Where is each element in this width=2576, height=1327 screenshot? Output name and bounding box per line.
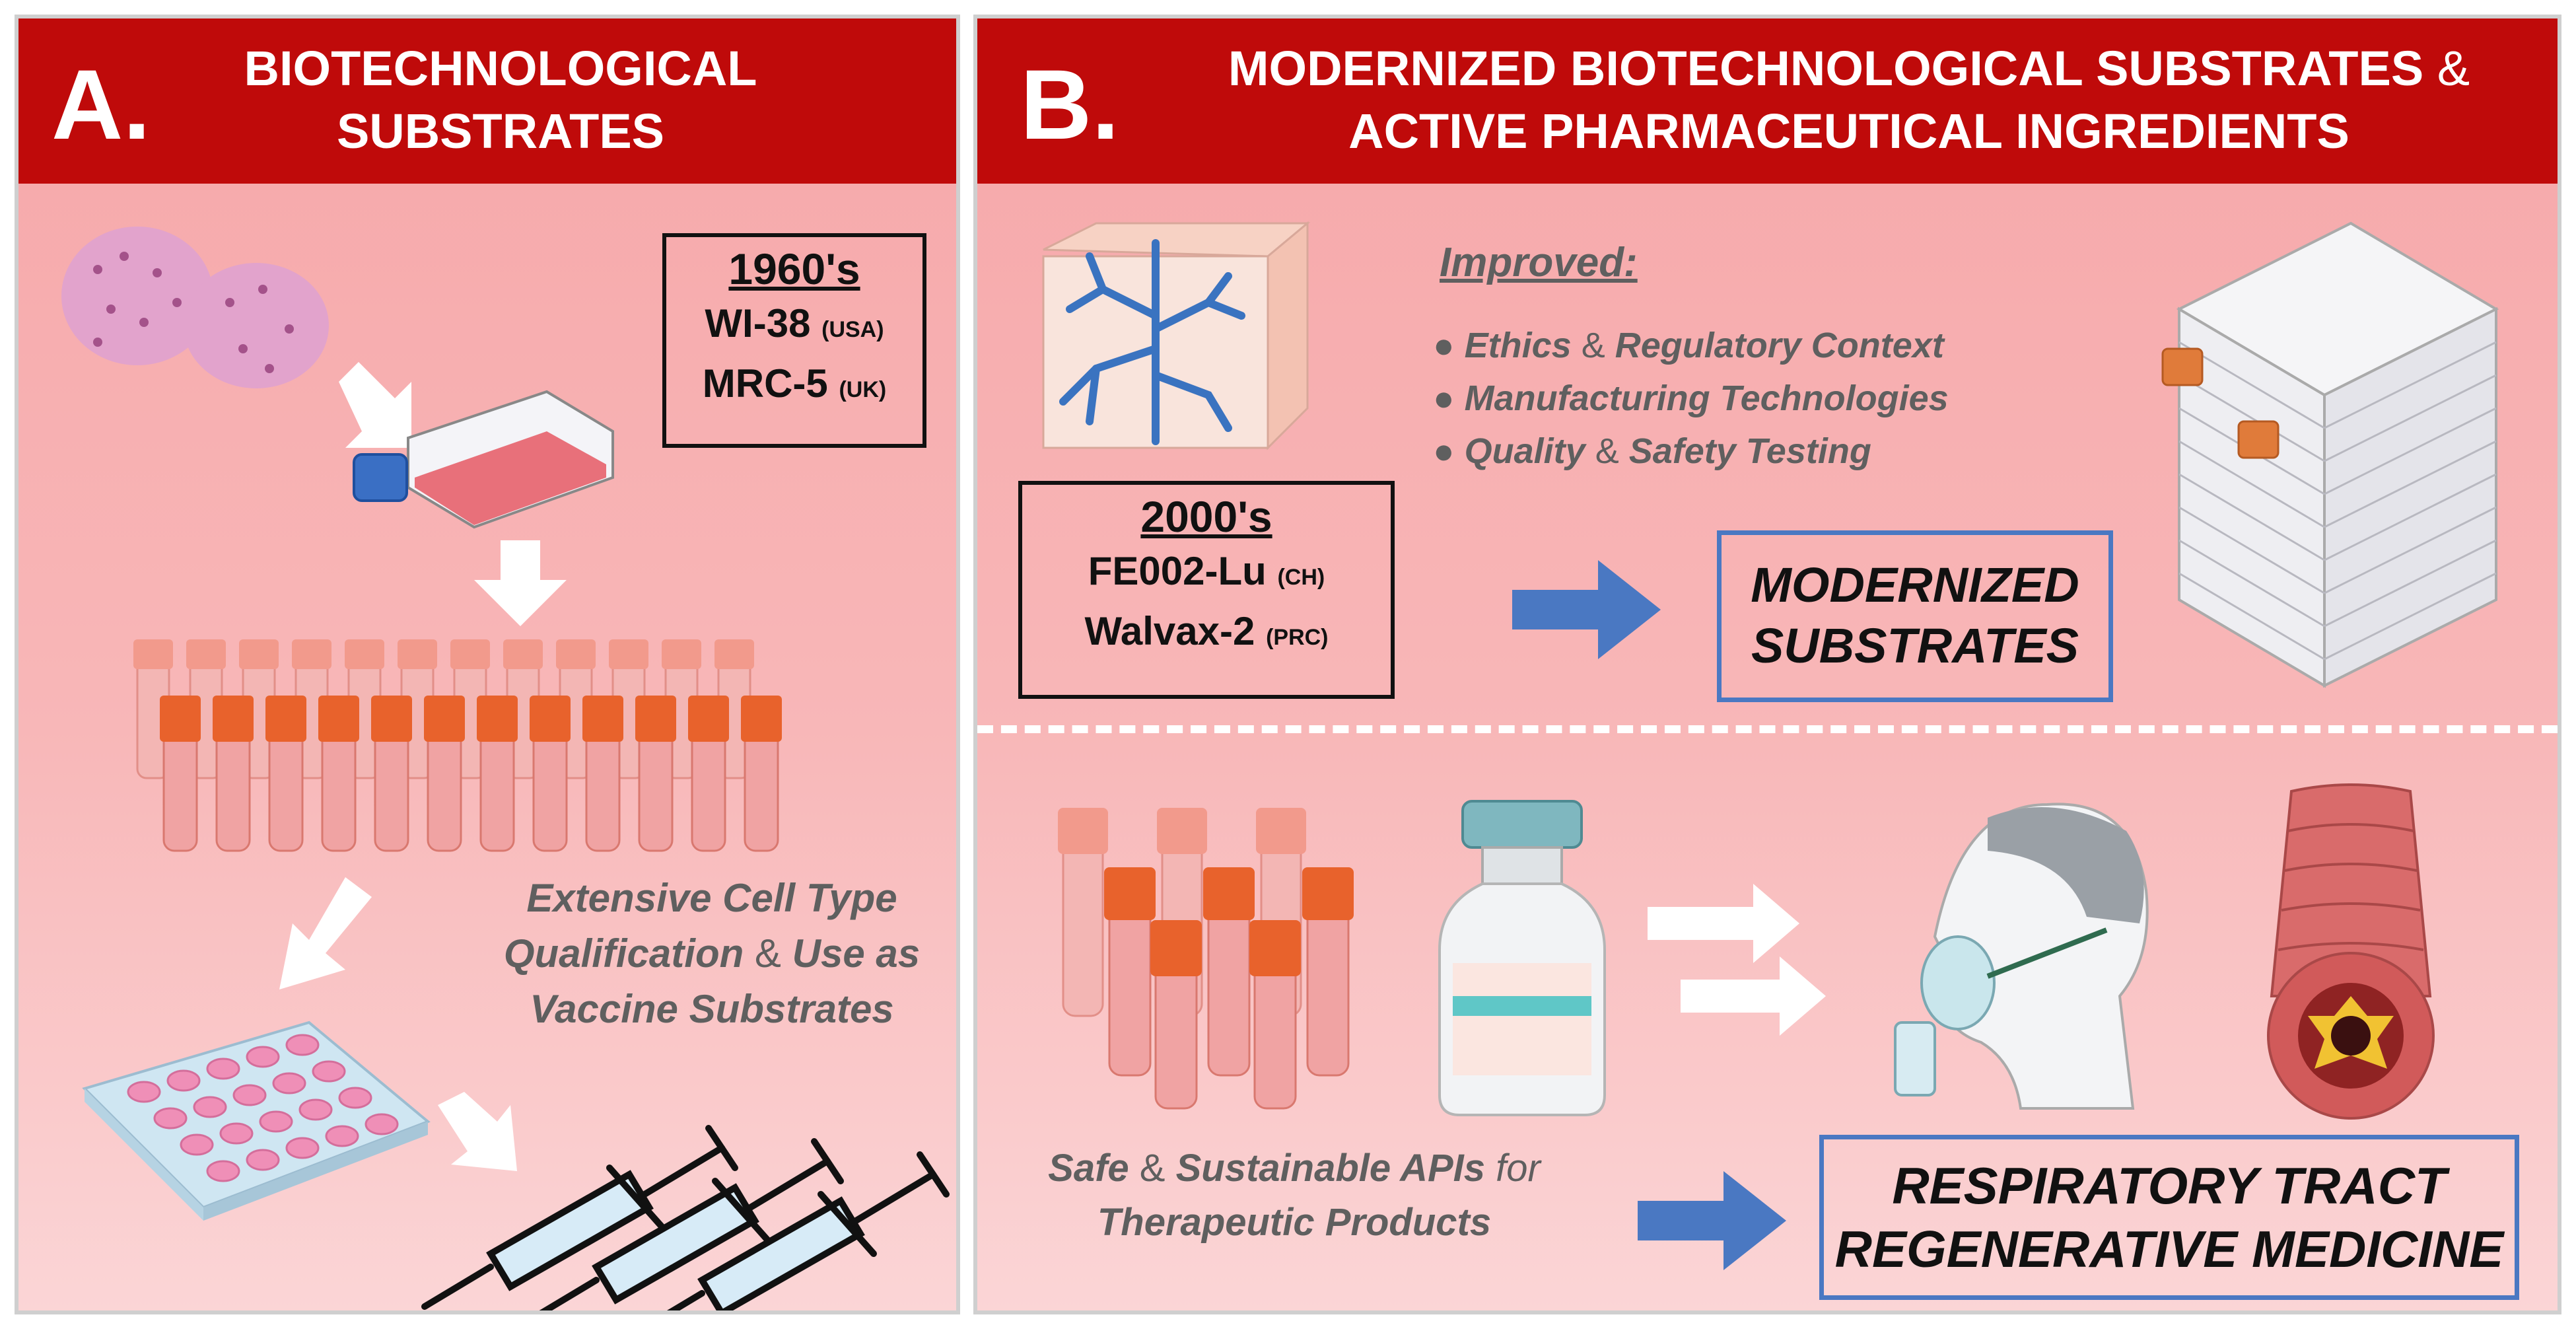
patient-nebulizer-icon	[1894, 803, 2149, 1110]
improvement-item: ● Quality & Safety Testing	[1433, 431, 1871, 471]
caption-line2-a: Qualification	[503, 931, 744, 976]
improvement-item: ● Ethics & Regulatory Context	[1433, 326, 1944, 365]
panel-b-letter: B.	[1020, 49, 1119, 160]
cell-line-fe002: FE002-Lu (CH)	[1022, 544, 1391, 604]
panel-b-title-line2: ACTIVE PHARMACEUTICAL INGREDIENTS	[1348, 104, 2350, 159]
modernized-line1: MODERNIZED	[1751, 557, 2079, 612]
caption-line2-b: Use as	[792, 931, 921, 976]
panel-a: A. BIOTECHNOLOGICAL SUBSTRATES 1960's WI…	[15, 15, 960, 1314]
panel-a-header: A. BIOTECHNOLOGICAL SUBSTRATES	[18, 18, 956, 184]
panel-b-title-line1: MODERNIZED BIOTECHNOLOGICAL SUBSTRATES &	[1169, 37, 2529, 100]
cell-bank-tubes-icon	[1058, 808, 1354, 1110]
cell-line-walvax: Walvax-2 (PRC)	[1022, 604, 1391, 664]
improvement-quality: Quality	[1464, 431, 1585, 471]
caption-line2: Qualification & Use as	[481, 926, 943, 982]
arrow-down-icon	[474, 540, 567, 626]
improvements-list: ● Ethics & Regulatory Context ● Manufact…	[1433, 319, 1949, 478]
caption-line3: Vaccine Substrates	[530, 987, 894, 1031]
apis-line1-amp: &	[1139, 1147, 1166, 1190]
modernized-substrates-box: MODERNIZED SUBSTRATES	[1717, 530, 2113, 702]
lung-tissue-cube-icon	[1042, 221, 1311, 450]
apis-line1-c: for	[1496, 1147, 1541, 1190]
syringes-icon	[421, 1125, 950, 1310]
double-arrow-icon	[1648, 884, 1826, 1036]
apis-line1-b: Sustainable APIs	[1175, 1147, 1486, 1190]
section-divider	[977, 725, 2558, 733]
improvement-regulatory: Regulatory Context	[1615, 326, 1944, 365]
cell-bank-tubes-icon	[133, 639, 782, 852]
arrow-down-left-icon	[279, 877, 372, 989]
panel-a-title-line2: SUBSTRATES	[336, 104, 665, 159]
arrow-down-right-icon	[339, 362, 411, 448]
era-2000s-box: 2000's FE002-Lu (CH) Walvax-2 (PRC)	[1018, 481, 1395, 699]
panel-b: B. MODERNIZED BIOTECHNOLOGICAL SUBSTRATE…	[973, 15, 2561, 1314]
cell-line-wi38: WI-38 (USA)	[666, 297, 922, 357]
improvement-safety: Safety Testing	[1628, 431, 1871, 471]
caption-line2-amp: &	[754, 931, 781, 976]
improved-heading: Improved:	[1440, 240, 1638, 285]
apis-line2: Therapeutic Products	[1097, 1201, 1492, 1244]
improvement-manufacturing: Manufacturing Technologies	[1464, 378, 1949, 418]
era-1960s-year: 1960's	[728, 244, 860, 293]
panel-b-title: MODERNIZED BIOTECHNOLOGICAL SUBSTRATES &…	[1169, 37, 2529, 162]
cell-factory-icon	[2161, 221, 2499, 688]
tissue-icon	[61, 227, 329, 388]
cell-line-mrc5: MRC-5 (UK)	[666, 357, 922, 417]
panel-b-title-amp: &	[2437, 41, 2470, 96]
improvement-item: ● Manufacturing Technologies	[1433, 378, 1949, 418]
walvax-name: Walvax-2	[1084, 609, 1255, 653]
improvement-ethics: Ethics	[1464, 326, 1572, 365]
well-plate-icon	[82, 1021, 431, 1221]
panel-a-letter: A.	[52, 49, 151, 160]
apis-line1-a: Safe	[1048, 1147, 1129, 1190]
airway-cross-section-icon	[2267, 783, 2435, 1120]
regen-line1: RESPIRATORY TRACT	[1892, 1157, 2447, 1215]
walvax-country: (PRC)	[1266, 625, 1329, 650]
fe002-name: FE002-Lu	[1088, 549, 1267, 593]
modernized-line2: SUBSTRATES	[1751, 618, 2079, 673]
panel-a-title: BIOTECHNOLOGICAL SUBSTRATES	[210, 37, 791, 162]
fe002-country: (CH)	[1277, 565, 1325, 590]
wi38-name: WI-38	[705, 301, 811, 345]
caption-line1: Extensive Cell Type	[526, 876, 897, 920]
improvement-amp: &	[1595, 431, 1619, 471]
mrc5-name: MRC-5	[702, 361, 828, 406]
arrow-right-small-icon	[438, 1092, 517, 1171]
culture-flask-icon	[353, 390, 614, 529]
panel-a-caption: Extensive Cell Type Qualification & Use …	[481, 871, 943, 1037]
regenerative-medicine-box: RESPIRATORY TRACT REGENERATIVE MEDICINE	[1819, 1135, 2519, 1300]
apis-caption: Safe & Sustainable APIs for Therapeutic …	[1024, 1141, 1565, 1250]
panel-b-title-line1-text: MODERNIZED BIOTECHNOLOGICAL SUBSTRATES	[1228, 41, 2424, 96]
vaccine-vial-icon	[1438, 800, 1606, 1116]
blue-arrow-icon	[1512, 560, 1661, 659]
panel-b-header: B. MODERNIZED BIOTECHNOLOGICAL SUBSTRATE…	[977, 18, 2558, 184]
era-1960s-box: 1960's WI-38 (USA) MRC-5 (UK)	[662, 233, 926, 448]
apis-line1: Safe & Sustainable APIs for	[1024, 1141, 1565, 1196]
regen-line2: REGENERATIVE MEDICINE	[1834, 1220, 2504, 1278]
wi38-country: (USA)	[821, 317, 884, 342]
mrc5-country: (UK)	[839, 377, 887, 402]
panel-a-title-line1: BIOTECHNOLOGICAL	[244, 41, 757, 96]
era-2000s-year: 2000's	[1140, 492, 1272, 541]
improvement-amp: &	[1581, 326, 1605, 365]
blue-arrow-icon	[1638, 1171, 1786, 1270]
